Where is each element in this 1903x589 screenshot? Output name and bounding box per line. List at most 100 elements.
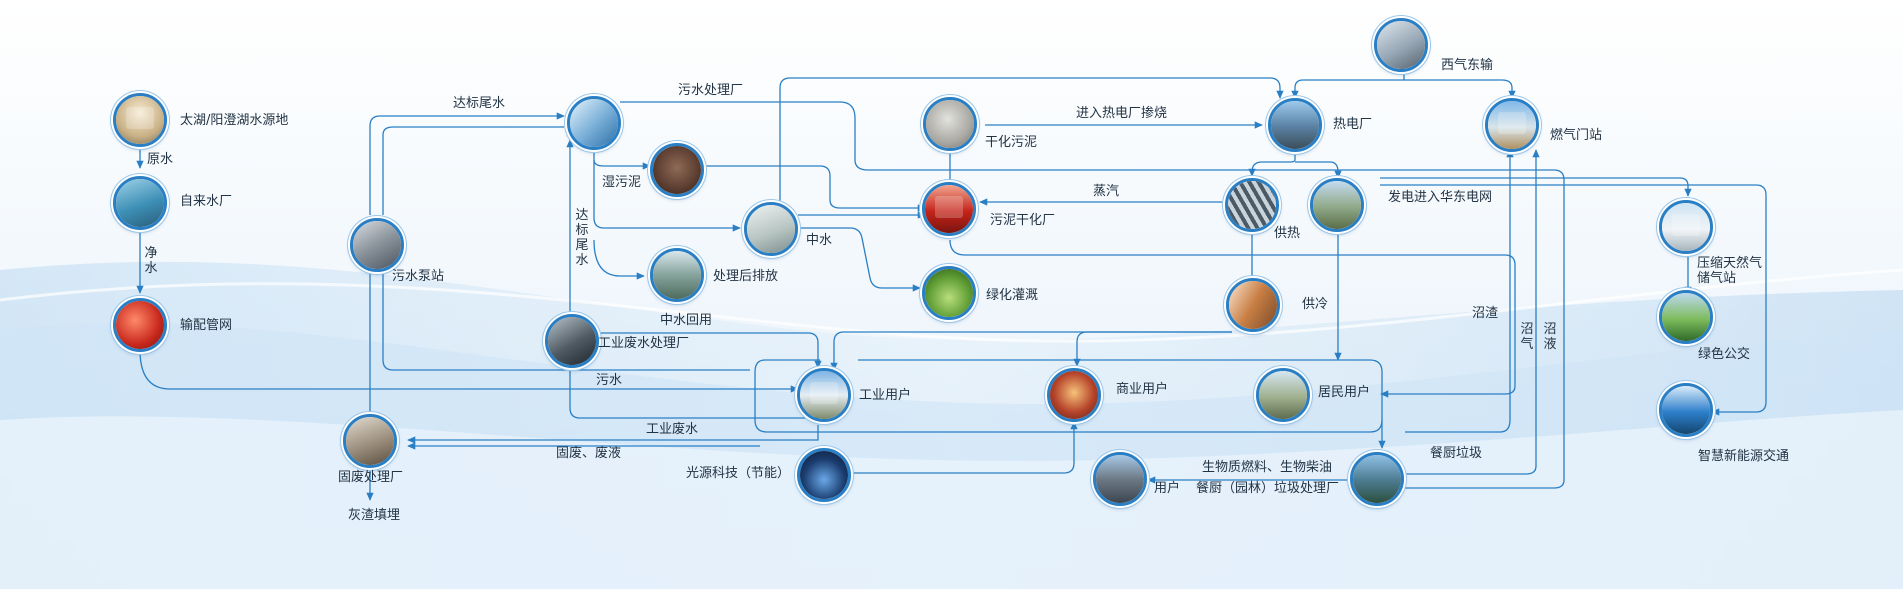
flow-residue: 沼渣 xyxy=(1472,306,1499,321)
taihu-node[interactable] xyxy=(113,93,167,147)
greenbus-node[interactable] xyxy=(1659,290,1713,344)
solid-node[interactable] xyxy=(343,414,397,468)
wetsludge-node[interactable] xyxy=(650,143,704,197)
guangyuan-node[interactable] xyxy=(797,448,851,502)
flow-bioliquid: 沼液 xyxy=(1543,322,1557,352)
wet-sludge-photo xyxy=(653,146,701,194)
pipeline-photo xyxy=(1377,21,1425,69)
sludge-drying-plant-photo xyxy=(925,185,973,233)
cooling-photo xyxy=(1229,281,1277,329)
sludgeplant-node[interactable] xyxy=(922,182,976,236)
smart-node[interactable] xyxy=(1659,383,1713,437)
dry-sludge-photo xyxy=(926,100,974,148)
indwaste-node[interactable] xyxy=(545,314,599,368)
resident-node[interactable] xyxy=(1256,368,1310,422)
flow-steam: 蒸汽 xyxy=(1093,184,1120,199)
refinery-photo xyxy=(1096,455,1144,503)
greening-node[interactable] xyxy=(922,266,976,320)
cng-storage-photo xyxy=(1662,203,1710,251)
wetsludge-label: 湿污泥 xyxy=(602,175,642,190)
solid-waste-plant-photo xyxy=(346,417,394,465)
commercial-label: 商业用户 xyxy=(1116,382,1169,397)
gasgate-label: 燃气门站 xyxy=(1550,128,1603,143)
gridnode-label: 发电进入华东电网 xyxy=(1388,190,1493,205)
grid-substation-photo xyxy=(1313,181,1361,229)
waterworks-node[interactable] xyxy=(113,176,167,230)
sludgeplant-label: 污泥干化厂 xyxy=(990,213,1056,228)
westgas-node[interactable] xyxy=(1374,18,1428,72)
factory-photo xyxy=(800,371,848,419)
sewage-label: 污水处理厂 xyxy=(678,83,744,98)
midwater-label: 中水 xyxy=(806,233,833,248)
indwaste-label: 工业废水处理厂 xyxy=(598,336,690,351)
bioenergy-label: 用户 xyxy=(1154,481,1181,496)
flow-food-waste: 餐厨垃圾 xyxy=(1430,446,1483,461)
flow-clean-water: 净水 xyxy=(144,246,158,276)
kitchen-waste-plant-photo xyxy=(1353,455,1401,503)
heating-label: 供热 xyxy=(1274,226,1301,241)
bus-photo xyxy=(1662,293,1710,341)
westgas-label: 西气东输 xyxy=(1441,58,1494,73)
discharge-photo xyxy=(653,251,701,299)
flow-sewage: 污水 xyxy=(596,373,623,388)
drainage-node[interactable] xyxy=(650,248,704,302)
power-plant-photo xyxy=(1271,101,1319,149)
pump-label: 污水泵站 xyxy=(392,269,445,284)
cooling-node[interactable] xyxy=(1226,278,1280,332)
flow-standard-top: 达标尾水 xyxy=(453,96,506,111)
cooling-label: 供冷 xyxy=(1302,297,1329,312)
sewage-node[interactable] xyxy=(567,96,621,150)
taihu-label: 太湖/阳澄湖水源地 xyxy=(180,113,289,128)
flow-reuse: 中水回用 xyxy=(660,313,713,328)
gasgate-node[interactable] xyxy=(1485,98,1539,152)
charging-station-photo xyxy=(1662,386,1710,434)
flow-ash: 灰渣填埋 xyxy=(348,508,401,523)
kitchen-label: 餐厨（园林）垃圾处理厂 xyxy=(1196,481,1340,496)
greening-label: 绿化灌溉 xyxy=(986,288,1039,303)
pipenet-node[interactable] xyxy=(113,298,167,352)
flow-industrial-wastewater: 工业废水 xyxy=(646,422,699,437)
solid-label: 固废处理厂 xyxy=(338,470,404,485)
smart-label: 智慧新能源交通 xyxy=(1698,449,1790,464)
power-node[interactable] xyxy=(1268,98,1322,152)
cng-node[interactable] xyxy=(1659,200,1713,254)
sewage-plant-photo xyxy=(570,99,618,147)
drainage-label: 处理后排放 xyxy=(713,269,779,284)
flow-solid-liquid: 固废、废液 xyxy=(556,446,622,461)
industrial-label: 工业用户 xyxy=(859,388,912,403)
drysludge-node[interactable] xyxy=(923,97,977,151)
industrial-node[interactable] xyxy=(797,368,851,422)
waterworks-label: 自来水厂 xyxy=(180,194,233,209)
water-tower-photo xyxy=(116,96,164,144)
heating-node[interactable] xyxy=(1225,178,1279,232)
flow-standard-mid: 达标尾水 xyxy=(575,208,589,268)
flow-raw-water: 原水 xyxy=(147,152,174,167)
greenbus-label: 绿色公交 xyxy=(1698,347,1751,362)
kitchen-node[interactable] xyxy=(1350,452,1404,506)
gridnode-node[interactable] xyxy=(1310,178,1364,232)
residential-photo xyxy=(1259,371,1307,419)
power-label: 热电厂 xyxy=(1333,117,1373,132)
pipenet-label: 输配管网 xyxy=(180,318,233,333)
resident-label: 居民用户 xyxy=(1318,385,1371,400)
drysludge-label: 干化污泥 xyxy=(985,135,1038,150)
pump-station-photo xyxy=(353,221,401,269)
heating-pipes-photo xyxy=(1228,181,1276,229)
guangyuan-label: 光源科技（节能） xyxy=(686,466,791,481)
commercial-hall-photo xyxy=(1050,371,1098,419)
cng-label: 压缩天然气储气站 xyxy=(1697,256,1763,286)
flow-biogas: 沼气 xyxy=(1520,322,1534,352)
flow-biofuel: 生物质燃料、生物柴油 xyxy=(1202,460,1333,475)
pump-node[interactable] xyxy=(350,218,404,272)
lighting-photo xyxy=(800,451,848,499)
commercial-node[interactable] xyxy=(1047,368,1101,422)
bioenergy-node[interactable] xyxy=(1093,452,1147,506)
pipe-network-photo xyxy=(116,301,164,349)
irrigation-photo xyxy=(925,269,973,317)
flow-burn: 进入热电厂掺烧 xyxy=(1076,106,1168,121)
reclaimed-water-photo xyxy=(747,205,795,253)
gas-station-photo xyxy=(1488,101,1536,149)
water-plant-photo xyxy=(116,179,164,227)
midwater-node[interactable] xyxy=(744,202,798,256)
